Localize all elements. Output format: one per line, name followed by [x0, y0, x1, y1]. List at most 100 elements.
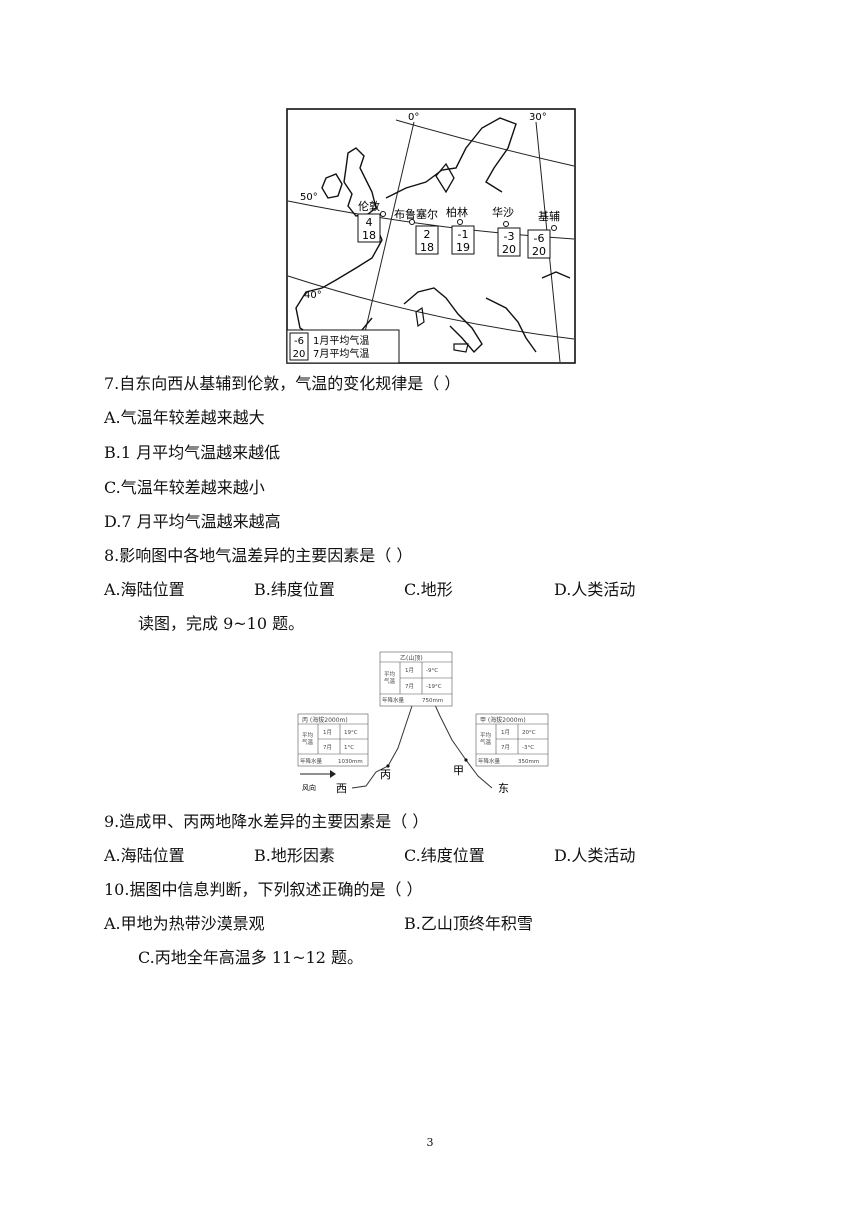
- q8-option-c: C.地形: [404, 580, 453, 599]
- q10-option-b: B.乙山顶终年积雪: [404, 914, 533, 933]
- city-london-jul: 18: [362, 229, 376, 242]
- city-brussels-dot: [409, 219, 415, 225]
- parallel-40-line: [287, 275, 575, 340]
- europe-temperature-map: 0° 30° 50° 40° 伦敦 4 18 布鲁塞尔 2 18 柏林 -1 1…: [286, 108, 576, 364]
- city-london-label: 伦敦: [358, 199, 380, 213]
- bing-v2: 1°C: [344, 745, 354, 751]
- yi-avg-label-1: 平均: [384, 670, 396, 678]
- map-svg: 0° 30° 50° 40° 伦敦 4 18 布鲁塞尔 2 18 柏林 -1 1…: [286, 108, 576, 364]
- city-berlin-jan: -1: [458, 228, 469, 241]
- q8-option-b: B.纬度位置: [254, 580, 335, 599]
- city-berlin-label: 柏林: [446, 205, 468, 219]
- q10-stem: 10.据图中信息判断，下列叙述正确的是（ ）: [104, 880, 423, 899]
- point-bing-label: 丙: [380, 768, 391, 781]
- q8-option-a: A.海陆位置: [104, 580, 185, 599]
- q7-stem: 7.自东向西从基辅到伦敦，气温的变化规律是（ ）: [104, 374, 461, 393]
- city-warsaw-dot: [503, 221, 509, 227]
- jia-precip: 350mm: [518, 759, 539, 765]
- q10-option-c: C.丙地全年高温多 11~12 题。: [138, 948, 364, 967]
- corsica-outline: [415, 306, 425, 328]
- city-warsaw-box: [497, 227, 521, 257]
- meridian-30-label: 30°: [529, 112, 547, 123]
- bing-m1: 1月: [323, 729, 332, 736]
- yi-v1: -9°C: [426, 668, 438, 674]
- parallel-60-line: [395, 119, 575, 167]
- yi-avg-label-2: 气温: [384, 677, 396, 685]
- city-berlin-jul: 19: [456, 241, 470, 254]
- page-number: 3: [426, 1136, 434, 1149]
- q9-stem: 9.造成甲、丙两地降水差异的主要因素是（ ）: [104, 812, 429, 831]
- yi-climate-table: 乙(山顶) 平均 气温 1月 -9°C 7月 -19°C 年降水量 750mm: [379, 651, 453, 707]
- jia-m1: 1月: [501, 729, 510, 736]
- jia-m2: 7月: [501, 744, 510, 751]
- bing-title: 丙 (海拔2000m): [302, 716, 348, 724]
- yi-precip-label: 年降水量: [382, 696, 405, 704]
- legend-sample-jan: -6: [294, 336, 304, 347]
- parallel-50-label: 50°: [300, 192, 318, 203]
- bing-m2: 7月: [323, 744, 332, 751]
- city-berlin-box: [451, 225, 475, 255]
- scandinavia-coast: [385, 117, 517, 199]
- legend-jan-label: 1月平均气温: [313, 334, 369, 347]
- west-label: 西: [336, 782, 347, 795]
- point-bing-dot: [386, 764, 390, 768]
- city-brussels-box: [415, 225, 439, 255]
- q7-option-b: B.1 月平均气温越来越低: [104, 443, 281, 462]
- city-berlin-dot: [457, 219, 463, 225]
- intro-9-10: 读图，完成 9~10 题。: [138, 614, 305, 633]
- parallel-40-label: 40°: [304, 290, 322, 301]
- jia-title: 甲 (海拔2000m): [480, 716, 526, 724]
- yi-v2: -19°C: [426, 684, 442, 690]
- legend-jul-label: 7月平均气温: [313, 347, 369, 360]
- bing-precip-label: 年降水量: [300, 757, 323, 765]
- bing-avg-label-1: 平均: [302, 731, 314, 739]
- sicily-outline: [453, 343, 469, 353]
- east-label: 东: [498, 782, 509, 795]
- q7-option-d: D.7 月平均气温越来越高: [104, 512, 281, 531]
- wind-arrow-head: [330, 770, 336, 778]
- q9-option-a: A.海陆位置: [104, 846, 185, 865]
- jia-v1: 20°C: [522, 730, 536, 736]
- bing-precip: 1030mm: [338, 759, 363, 765]
- city-warsaw-jul: 20: [502, 243, 516, 256]
- city-kyiv-label: 基辅: [538, 209, 560, 223]
- yi-m1: 1月: [405, 667, 414, 674]
- britain-outline: [343, 147, 377, 217]
- legend-sample-box: [289, 332, 309, 361]
- city-warsaw-jan: -3: [504, 230, 515, 243]
- q9-option-c: C.纬度位置: [404, 846, 485, 865]
- point-jia-dot: [464, 758, 468, 762]
- q10-option-a: A.甲地为热带沙漠景观: [104, 914, 265, 933]
- city-brussels-jul: 18: [420, 241, 434, 254]
- yi-m2: 7月: [405, 683, 414, 690]
- q9-option-d: D.人类活动: [554, 846, 636, 865]
- yi-precip: 750mm: [422, 698, 443, 704]
- jia-climate-table: 甲 (海拔2000m) 平均 气温 1月 20°C 7月 -3°C 年降水量 3…: [475, 713, 549, 767]
- black-sea-coast: [541, 271, 571, 279]
- city-kyiv-jan: -6: [534, 232, 545, 245]
- legend-sample-jul: 20: [293, 349, 306, 360]
- jia-avg-label-2: 气温: [480, 738, 492, 746]
- city-london-jan: 4: [366, 216, 373, 229]
- city-london-dot: [380, 211, 386, 217]
- ireland-outline: [321, 173, 343, 199]
- city-brussels-jan: 2: [424, 228, 431, 241]
- yi-title: 乙(山顶): [400, 654, 423, 662]
- city-kyiv-box: [527, 229, 551, 259]
- city-kyiv-dot: [551, 225, 557, 231]
- meridian-0-label: 0°: [408, 112, 419, 123]
- q9-option-b: B.地形因素: [254, 846, 335, 865]
- city-warsaw-label: 华沙: [492, 205, 514, 219]
- city-brussels-label: 布鲁塞尔: [394, 207, 438, 221]
- point-jia-label: 甲: [453, 764, 464, 777]
- mountain-profile-figure: 风向 西 东 乙 丙 甲 乙(山顶) 平均 气温 1月 -9°C 7月 -19°…: [296, 648, 552, 800]
- q8-option-d: D.人类活动: [554, 580, 636, 599]
- city-london-box: [357, 213, 381, 243]
- mountain-svg: 风向 西 东 乙 丙 甲 乙(山顶) 平均 气温 1月 -9°C 7月 -19°…: [297, 651, 549, 795]
- jia-avg-label-1: 平均: [480, 731, 492, 739]
- q8-stem: 8.影响图中各地气温差异的主要因素是（ ）: [104, 546, 413, 565]
- jia-v2: -3°C: [522, 745, 534, 751]
- bing-climate-table: 丙 (海拔2000m) 平均 气温 1月 19°C 7月 1°C 年降水量 10…: [297, 713, 369, 767]
- bing-v1: 19°C: [344, 730, 358, 736]
- bing-avg-label-2: 气温: [302, 738, 314, 746]
